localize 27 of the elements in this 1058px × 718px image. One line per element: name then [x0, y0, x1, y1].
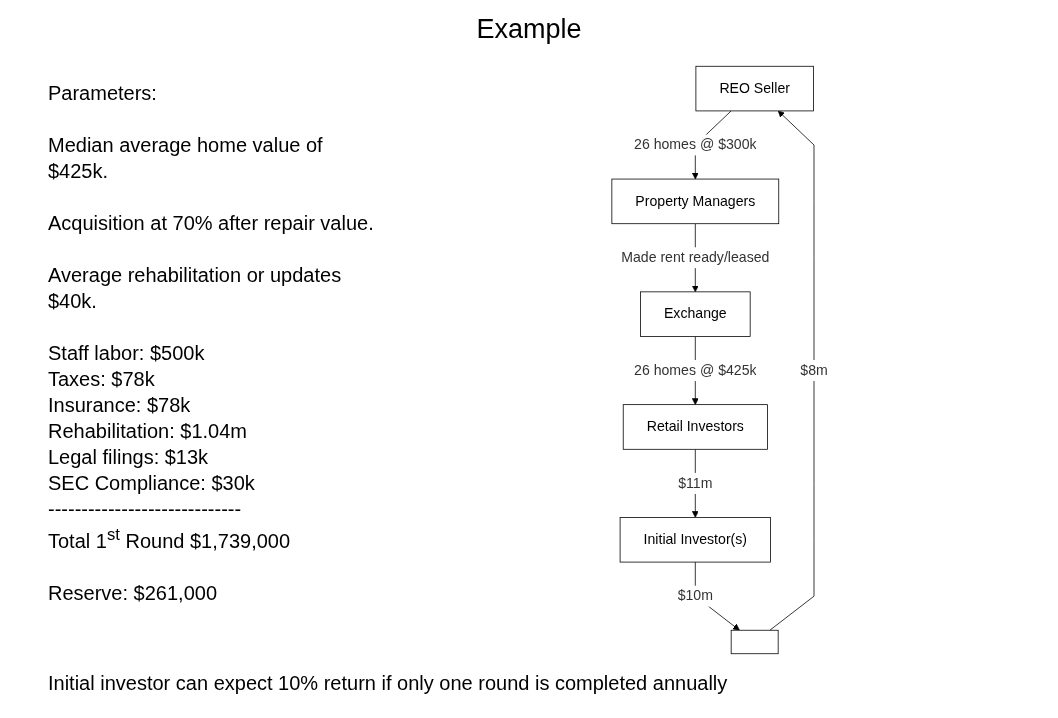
node-box: REO Seller: [695, 65, 814, 112]
parameter-text: Average rehabilitation or updates $40k.: [48, 263, 343, 314]
edge-label: $11m: [678, 475, 713, 491]
parameter-text: Reserve: $261,000: [48, 580, 218, 606]
separator-line: -----------------------------: [48, 497, 243, 522]
node-box: [730, 629, 779, 655]
parameter-text: Acquisition at 70% after repair value.: [48, 211, 375, 236]
parameter-text: Staff labor: $500k: [48, 341, 206, 366]
footnote: Initial investor can expect 10% return if only one round is completed annually: [48, 672, 728, 695]
parameter-text: Legal filings: $13k: [48, 445, 210, 470]
node-box: Property Managers: [611, 178, 780, 225]
parameter-text: Rehabilitation: $1.04m: [48, 419, 248, 444]
edge-label: 26 homes @ $300k: [634, 136, 757, 153]
diagram-title: Example: [475, 14, 583, 45]
edge-label: 26 homes @ $425k: [634, 362, 757, 379]
parameter-text: Taxes: $78k: [48, 367, 156, 392]
node-box: Exchange: [640, 291, 751, 337]
parameter-text: SEC Compliance: $30k: [48, 471, 256, 496]
edge-label: $10m: [677, 587, 714, 604]
parameter-text: Parameters:: [48, 81, 158, 106]
edge-label: $8m: [800, 362, 828, 379]
parameter-text: Insurance: $78k: [48, 393, 192, 418]
parameter-text: Total 1$^{st}$ Round $1,739,000: [48, 524, 292, 554]
edge-label: Made rent ready/leased: [621, 249, 770, 266]
parameter-text: Median average home value of $425k.: [48, 133, 324, 184]
node-box: Initial Investor(s): [619, 517, 772, 563]
node-box: Retail Investors: [623, 404, 768, 450]
